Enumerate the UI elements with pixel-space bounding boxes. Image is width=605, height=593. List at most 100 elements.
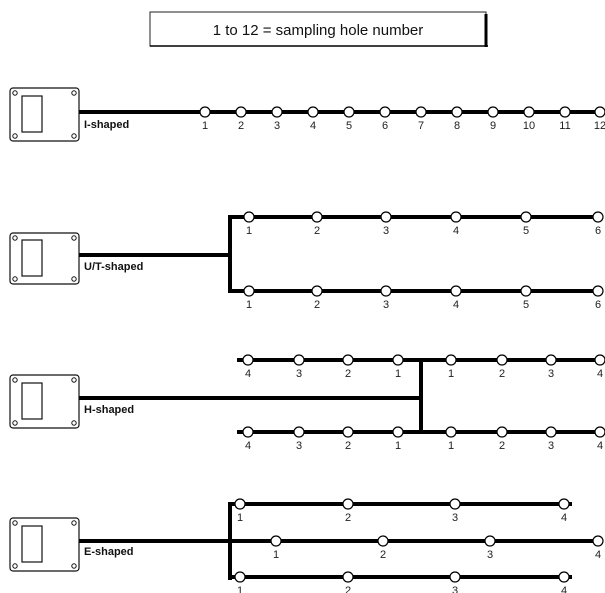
sampling-hole-h-row1-3 bbox=[342, 354, 354, 366]
sampling-hole-h-row1-4 bbox=[392, 354, 404, 366]
sampling-hole-i-row1-11 bbox=[559, 106, 571, 118]
sampling-hole-e-row1-2 bbox=[342, 498, 354, 510]
sampling-hole-h-row1-5 bbox=[445, 354, 457, 366]
sampling-hole-ut-row1-6 bbox=[592, 211, 604, 223]
hole-label-h-row2-3: 2 bbox=[345, 440, 351, 452]
sampling-hole-h-row1-1 bbox=[242, 354, 254, 366]
sampling-hole-e-row2-3 bbox=[484, 535, 496, 547]
caption-h: H-shaped bbox=[84, 404, 134, 416]
detector-ut bbox=[9, 232, 80, 285]
hole-label-h-row1-2: 3 bbox=[296, 368, 302, 380]
sampling-hole-ut-row1-1 bbox=[243, 211, 255, 223]
hole-label-i-row1-4: 4 bbox=[310, 120, 316, 132]
sampling-hole-i-row1-4 bbox=[307, 106, 319, 118]
hole-label-i-row1-11: 11 bbox=[559, 120, 570, 132]
sampling-hole-e-row3-4 bbox=[558, 571, 570, 583]
hole-label-e-row3-1: 1 bbox=[237, 585, 243, 593]
hole-label-h-row1-8: 4 bbox=[597, 368, 603, 380]
sampling-hole-ut-row1-3 bbox=[380, 211, 392, 223]
hole-label-ut-row1-5: 5 bbox=[523, 225, 529, 237]
hole-label-ut-row2-1: 1 bbox=[246, 299, 252, 311]
sampling-hole-i-row1-1 bbox=[199, 106, 211, 118]
hole-label-ut-row1-1: 1 bbox=[246, 225, 252, 237]
hole-label-h-row2-5: 1 bbox=[448, 440, 454, 452]
sampling-hole-ut-row1-5 bbox=[520, 211, 532, 223]
sampling-hole-ut-row1-4 bbox=[450, 211, 462, 223]
hole-label-e-row1-3: 3 bbox=[452, 512, 458, 524]
sampling-hole-i-row1-7 bbox=[415, 106, 427, 118]
hole-label-h-row1-7: 3 bbox=[548, 368, 554, 380]
hole-label-h-row2-2: 3 bbox=[296, 440, 302, 452]
sampling-hole-ut-row2-4 bbox=[450, 285, 462, 297]
hole-label-i-row1-12: 12 bbox=[594, 120, 605, 132]
hole-label-h-row2-1: 4 bbox=[245, 440, 251, 452]
detector-i bbox=[9, 87, 80, 142]
sampling-hole-h-row2-1 bbox=[242, 426, 254, 438]
hole-label-i-row1-3: 3 bbox=[274, 120, 280, 132]
hole-label-i-row1-8: 8 bbox=[454, 120, 460, 132]
sampling-hole-ut-row2-2 bbox=[311, 285, 323, 297]
hole-label-e-row2-4: 4 bbox=[595, 549, 601, 561]
hole-label-h-row1-1: 4 bbox=[245, 368, 251, 380]
sampling-hole-i-row1-8 bbox=[451, 106, 463, 118]
hole-label-ut-row2-2: 2 bbox=[314, 299, 320, 311]
sampling-hole-e-row1-1 bbox=[234, 498, 246, 510]
sampling-hole-ut-row2-5 bbox=[520, 285, 532, 297]
legend-box: 1 to 12 = sampling hole number bbox=[149, 11, 488, 47]
hole-label-h-row1-6: 2 bbox=[499, 368, 505, 380]
sampling-hole-e-row1-4 bbox=[558, 498, 570, 510]
sampling-hole-h-row1-8 bbox=[594, 354, 605, 366]
hole-label-h-row2-7: 3 bbox=[548, 440, 554, 452]
sampling-hole-h-row2-3 bbox=[342, 426, 354, 438]
hole-label-ut-row1-3: 3 bbox=[383, 225, 389, 237]
hole-label-e-row1-2: 2 bbox=[345, 512, 351, 524]
sampling-hole-e-row2-2 bbox=[377, 535, 389, 547]
hole-label-ut-row2-6: 6 bbox=[595, 299, 601, 311]
hole-label-i-row1-7: 7 bbox=[418, 120, 424, 132]
legend-text: 1 to 12 = sampling hole number bbox=[213, 22, 424, 39]
sampling-hole-h-row2-5 bbox=[445, 426, 457, 438]
sampling-hole-e-row2-1 bbox=[270, 535, 282, 547]
sampling-hole-ut-row2-6 bbox=[592, 285, 604, 297]
sampling-hole-e-row2-4 bbox=[592, 535, 604, 547]
caption-e: E-shaped bbox=[84, 546, 134, 558]
sampling-hole-i-row1-3 bbox=[271, 106, 283, 118]
hole-label-h-row2-4: 1 bbox=[395, 440, 401, 452]
hole-label-ut-row1-2: 2 bbox=[314, 225, 320, 237]
hole-label-i-row1-9: 9 bbox=[490, 120, 496, 132]
sampling-hole-i-row1-9 bbox=[487, 106, 499, 118]
caption-i: I-shaped bbox=[84, 119, 129, 131]
sampling-hole-h-row1-6 bbox=[496, 354, 508, 366]
detector-e bbox=[9, 517, 80, 572]
hole-label-e-row1-1: 1 bbox=[237, 512, 243, 524]
hole-label-i-row1-10: 10 bbox=[523, 120, 535, 132]
sampling-hole-i-row1-10 bbox=[523, 106, 535, 118]
sampling-hole-i-row1-5 bbox=[343, 106, 355, 118]
sampling-hole-h-row2-6 bbox=[496, 426, 508, 438]
hole-label-i-row1-2: 2 bbox=[238, 120, 244, 132]
hole-label-e-row2-2: 2 bbox=[380, 549, 386, 561]
hole-label-h-row1-4: 1 bbox=[395, 368, 401, 380]
hole-label-h-row1-5: 1 bbox=[448, 368, 454, 380]
hole-label-ut-row2-3: 3 bbox=[383, 299, 389, 311]
hole-label-i-row1-1: 1 bbox=[202, 120, 208, 132]
sampling-hole-e-row1-3 bbox=[449, 498, 461, 510]
hole-label-h-row2-6: 2 bbox=[499, 440, 505, 452]
hole-label-e-row3-4: 4 bbox=[561, 585, 567, 593]
sampling-hole-ut-row2-3 bbox=[380, 285, 392, 297]
sampling-hole-i-row1-12 bbox=[594, 106, 605, 118]
sampling-hole-h-row2-2 bbox=[293, 426, 305, 438]
hole-label-ut-row2-4: 4 bbox=[453, 299, 459, 311]
sampling-hole-e-row3-1 bbox=[234, 571, 246, 583]
sampling-hole-i-row1-6 bbox=[379, 106, 391, 118]
sampling-hole-h-row1-2 bbox=[293, 354, 305, 366]
hole-label-e-row2-3: 3 bbox=[487, 549, 493, 561]
caption-ut: U/T-shaped bbox=[84, 261, 143, 273]
sampling-hole-ut-row2-1 bbox=[243, 285, 255, 297]
sampling-hole-i-row1-2 bbox=[235, 106, 247, 118]
hole-label-ut-row2-5: 5 bbox=[523, 299, 529, 311]
sampling-hole-h-row2-7 bbox=[545, 426, 557, 438]
